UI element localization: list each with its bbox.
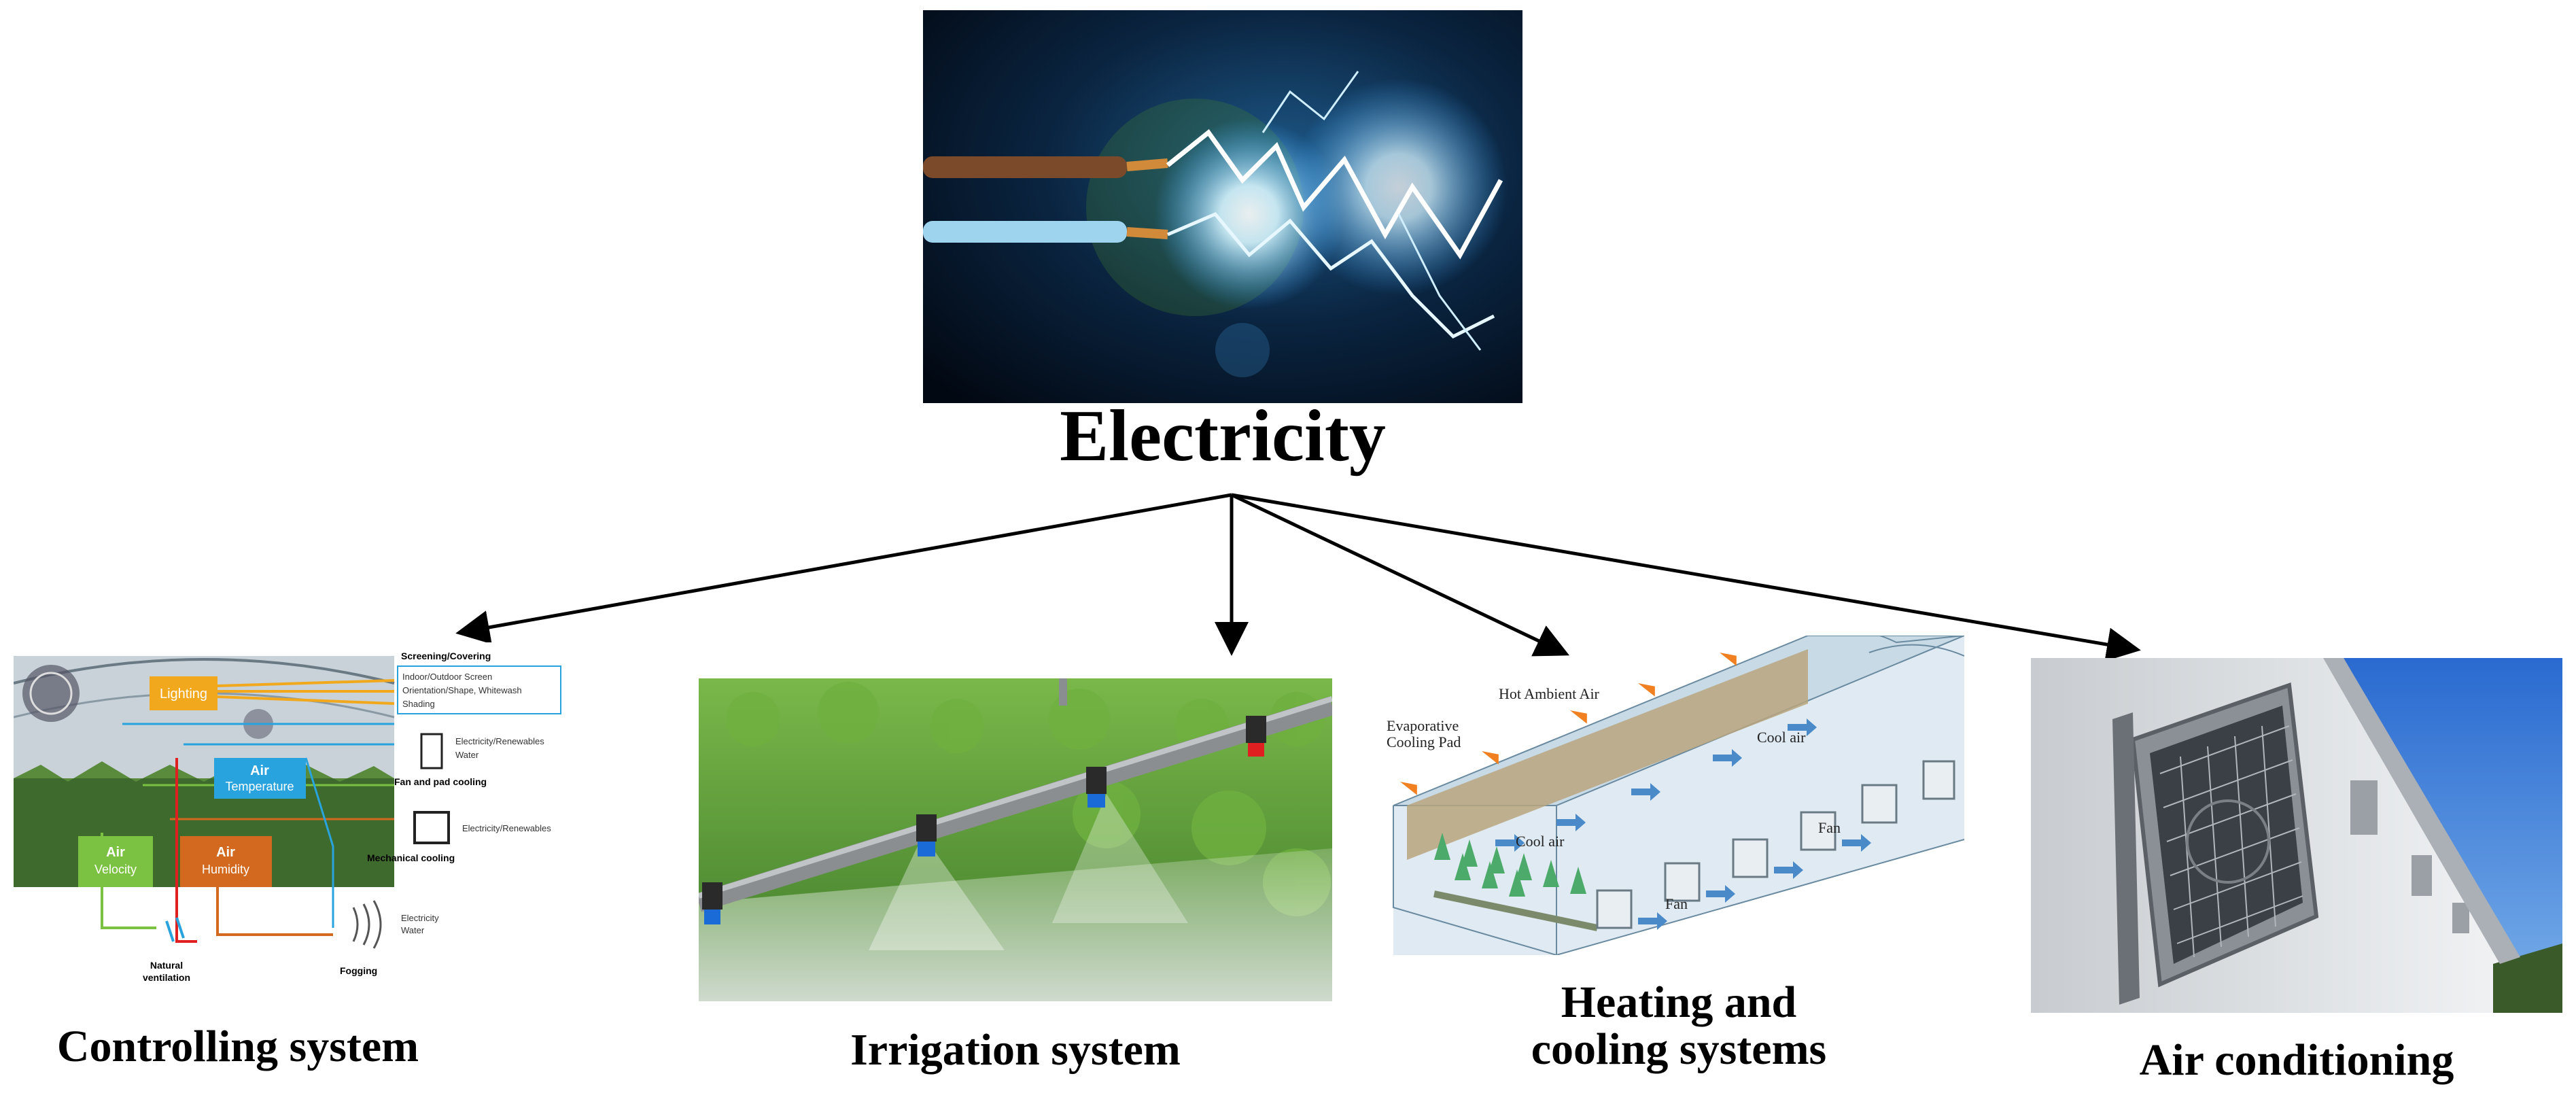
- fogging-label: Fogging: [340, 965, 377, 976]
- water-1: Water: [455, 750, 479, 760]
- natural-ventilation-label1: Natural: [150, 960, 183, 971]
- hot-ambient-air-label: Hot Ambient Air: [1499, 685, 1600, 702]
- heating-cooling-image: Hot Ambient Air Evaporative Cooling Pad …: [1387, 636, 1964, 955]
- air-velocity-box-label2: Velocity: [94, 863, 137, 876]
- evaporative-label2: Cooling Pad: [1387, 733, 1461, 750]
- natural-ventilation-label2: ventilation: [143, 972, 190, 983]
- air-temperature-box-label1: Air: [250, 763, 269, 778]
- arrow-controlling: [455, 493, 1232, 644]
- controlling-system-image: Lighting Air Temperature Air Velocity Ai…: [14, 642, 591, 1013]
- water-2: Water: [401, 925, 425, 935]
- irrigation-system-image: [699, 678, 1332, 1001]
- branch-label-heating-line1: Heating and: [1561, 977, 1797, 1027]
- arrow-heating: [1230, 493, 1570, 657]
- arrow-air-conditioning: [1231, 493, 2141, 661]
- elec-renewables-2: Electricity/Renewables: [462, 823, 551, 833]
- branch-label-controlling: Controlling system: [56, 1022, 419, 1071]
- branch-label-air-conditioning: Air conditioning: [2139, 1035, 2454, 1085]
- fan-pad-icon: [420, 733, 443, 769]
- air-temperature-box-label2: Temperature: [225, 780, 294, 793]
- elec-renewables-1: Electricity/Renewables: [455, 736, 544, 746]
- cool-air-label-bottom: Cool air: [1516, 833, 1565, 850]
- electricity-image: [923, 10, 1522, 403]
- screening-desc2: Orientation/Shape, Whitewash: [402, 685, 522, 695]
- air-conditioning-image: [2031, 658, 2562, 1013]
- air-humidity-box-label1: Air: [216, 845, 235, 860]
- screening-desc1: Indoor/Outdoor Screen: [402, 672, 492, 682]
- page-title: Electricity: [1060, 396, 1386, 477]
- branch-label-heating-cooling: Heating and cooling systems: [1461, 979, 1896, 1073]
- air-velocity-box-label1: Air: [106, 845, 125, 860]
- fan-label-right: Fan: [1818, 819, 1841, 836]
- evaporative-label1: Evaporative: [1387, 717, 1459, 734]
- lighting-box-label: Lighting: [160, 687, 207, 702]
- electricity-2: Electricity: [401, 913, 439, 923]
- screening-label: Screening/Covering: [401, 651, 491, 661]
- fan-pad-label: Fan and pad cooling: [394, 776, 487, 787]
- branch-label-irrigation: Irrigation system: [850, 1025, 1181, 1075]
- mechanical-cooling-icon: [413, 811, 450, 844]
- fogging-icon: [352, 900, 382, 949]
- mechanical-cooling-label: Mechanical cooling: [367, 852, 455, 863]
- air-humidity-box-label2: Humidity: [202, 863, 249, 876]
- branch-label-heating-line2: cooling systems: [1531, 1024, 1827, 1075]
- cool-air-label-top: Cool air: [1757, 729, 1806, 746]
- fan-label-left: Fan: [1665, 895, 1688, 912]
- screening-desc3: Shading: [402, 699, 435, 709]
- natural-ventilation-icon: [165, 917, 185, 942]
